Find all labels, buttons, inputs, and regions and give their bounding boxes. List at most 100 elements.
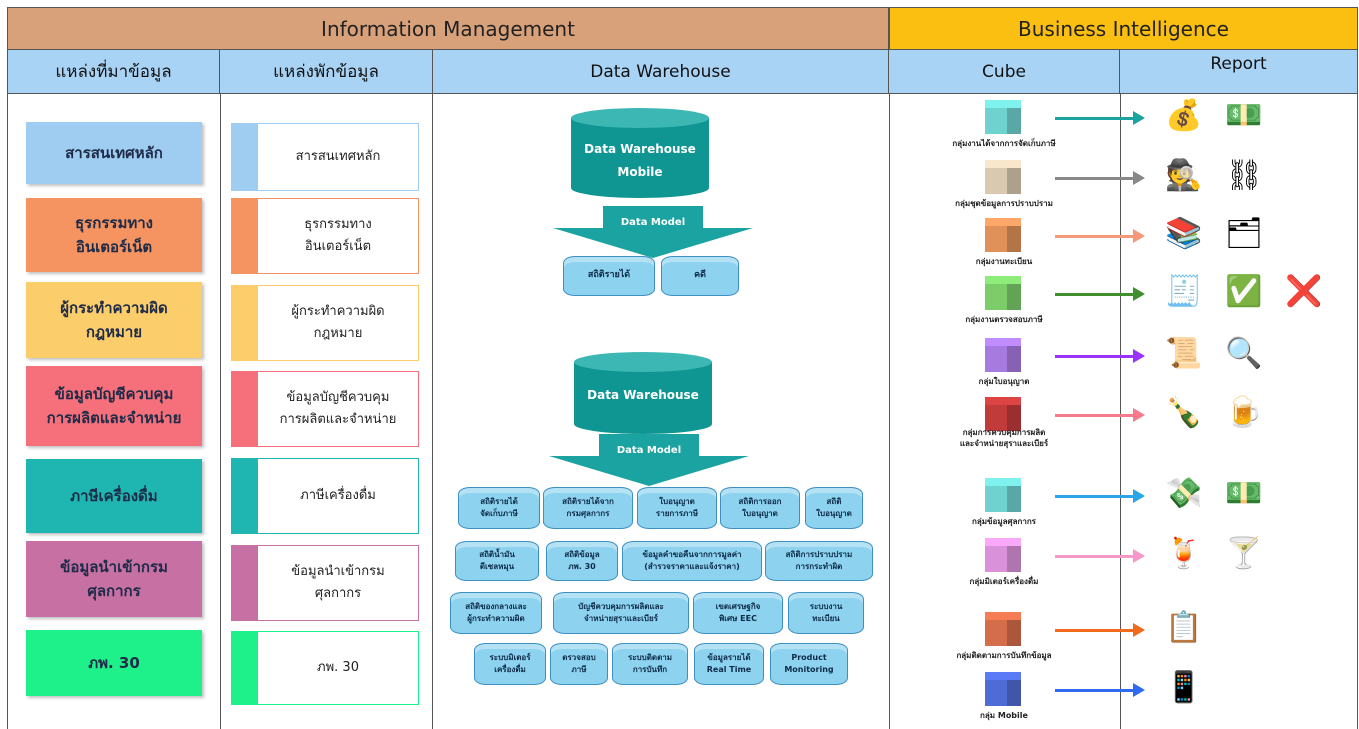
report-icon: 📚 — [1165, 216, 1203, 251]
staging-box-label: ผู้กระทำความผิด กฎหมาย — [291, 303, 385, 341]
report-icon: 💸 — [1165, 476, 1203, 511]
source-box-label: ข้อมูลบัญชีควบคุม การผลิตและจำหน่าย — [46, 385, 182, 427]
cube-label: กลุ่มงานได้จากการจัดเก็บภาษี — [952, 139, 1056, 148]
cube-to-report-arrow — [1055, 623, 1145, 637]
staging-box: ธุรกรรมทาง อินเตอร์เน็ต — [231, 198, 419, 274]
information-management-title: Information Management — [321, 16, 575, 41]
business-intelligence-title: Business Intelligence — [1018, 16, 1229, 41]
report-icon: 💵 — [1225, 98, 1263, 133]
staging-color-strip — [232, 372, 258, 446]
cube-to-report-arrow — [1055, 489, 1145, 503]
cube-label: กลุ่มการควบคุมการผลิต และจำหน่ายสุราและเ… — [959, 428, 1049, 449]
cube-icon — [985, 478, 1021, 512]
report-icon: 🍹 — [1165, 536, 1203, 571]
divider — [889, 94, 890, 729]
data-mart-cylinder: คดี — [661, 256, 739, 296]
staging-box: สารสนเทศหลัก — [231, 123, 419, 191]
column-header-warehouse: Data Warehouse — [433, 50, 889, 94]
cube-icon — [985, 276, 1021, 310]
data-mart-cylinder: ข้อมูลรายได้ Real Time — [694, 643, 764, 685]
report-icon: 🕵 — [1165, 158, 1203, 193]
cube-label: กลุ่มมิเตอร์เครื่องดื่ม — [969, 577, 1039, 586]
staging-box: ข้อมูลบัญชีควบคุม การผลิตและจำหน่าย — [231, 371, 419, 447]
report-icon: ✅ — [1225, 274, 1263, 309]
data-warehouse-title: Data Warehouse — [587, 388, 699, 402]
cube-icon — [985, 612, 1021, 646]
source-box: ภาษีเครื่องดื่ม — [26, 459, 202, 533]
business-intelligence-header: Business Intelligence — [889, 7, 1358, 50]
staging-box: ภาษีเครื่องดื่ม — [231, 458, 419, 534]
report-icon: ⛓ — [1225, 158, 1264, 193]
report-icon: 💰 — [1165, 98, 1203, 133]
source-box: ข้อมูลบัญชีควบคุม การผลิตและจำหน่าย — [26, 366, 202, 446]
data-mart-cylinder: สถิติน้ำมัน ดีเซลหมุน — [455, 541, 539, 581]
staging-color-strip — [232, 632, 258, 704]
data-mart-cylinder: สถิติการออก ใบอนุญาต — [720, 487, 800, 529]
source-box-label: สารสนเทศหลัก — [65, 144, 163, 162]
data-mart-cylinder: ตรวจสอบ ภาษี — [550, 643, 608, 685]
data-warehouse-mobile-title: Data Warehouse Mobile — [584, 142, 696, 179]
cube-to-report-arrow — [1055, 549, 1145, 563]
cube-to-report-arrow — [1055, 229, 1145, 243]
cube-label: กลุ่มข้อมูลศุลกากร — [972, 517, 1036, 526]
cube-label: กลุ่ม Mobile — [980, 711, 1028, 720]
data-mart-cylinder: Product Monitoring — [770, 643, 848, 685]
report-icon: 🍺 — [1225, 395, 1263, 430]
data-mart-cylinder: สถิติข้อมูล ภพ. 30 — [546, 541, 618, 581]
data-mart-cylinder: สถิติของกลางและ ผู้กระทำความผิด — [450, 592, 542, 634]
data-mart-cylinder: ระบบงาน ทะเบียน — [788, 592, 864, 634]
staging-box-label: ข้อมูลนำเข้ากรม ศุลกากร — [291, 563, 385, 601]
data-warehouse-mobile-cylinder: Data Warehouse Mobile — [571, 108, 709, 198]
staging-box: ผู้กระทำความผิด กฎหมาย — [231, 285, 419, 361]
divider — [7, 94, 8, 729]
cube-label: กลุ่มใบอนุญาต — [978, 377, 1030, 386]
data-model-arrow — [549, 434, 749, 486]
cube-icon — [985, 218, 1021, 252]
data-mart-cylinder: สถิติการปราบปราม การกระทำผิด — [765, 541, 873, 581]
data-mart-cylinder: ระบบมิเตอร์ เครื่องดื่ม — [474, 643, 546, 685]
source-box-label: ภพ. 30 — [88, 654, 140, 672]
report-icon: 📜 — [1165, 336, 1203, 371]
data-model-mobile-label: Data Model — [620, 217, 686, 228]
report-icon: ❌ — [1285, 274, 1323, 309]
data-mart-cylinder: เขตเศรษฐกิจ พิเศษ EEC — [693, 592, 783, 634]
cube-icon — [985, 160, 1021, 194]
staging-color-strip — [232, 546, 258, 620]
source-box-label: ภาษีเครื่องดื่ม — [70, 487, 158, 505]
data-model-mobile-arrow — [553, 206, 753, 258]
cube-icon — [985, 672, 1021, 706]
column-header-cube-label: Cube — [982, 61, 1026, 82]
cube-icon — [985, 538, 1021, 572]
report-icon: 🍸 — [1225, 536, 1263, 571]
cube-to-report-arrow — [1055, 111, 1145, 125]
report-icon: 📱 — [1165, 670, 1203, 705]
cube-label: กลุ่มงานตรวจสอบภาษี — [965, 315, 1043, 324]
cube-label: กลุ่มติดตามการบันทึกข้อมูล — [956, 651, 1052, 660]
cube-to-report-arrow — [1055, 349, 1145, 363]
report-icon: 🗂 — [1225, 216, 1264, 251]
staging-box: ข้อมูลนำเข้ากรม ศุลกากร — [231, 545, 419, 621]
cube-to-report-arrow — [1055, 287, 1145, 301]
column-header-cube: Cube — [889, 50, 1120, 94]
column-header-source: แหล่งที่มาข้อมูล — [7, 50, 220, 94]
staging-box-label: ข้อมูลบัญชีควบคุม การผลิตและจำหน่าย — [279, 389, 397, 427]
data-mart-cylinder: ระบบติดตาม การบันทึก — [612, 643, 688, 685]
source-box: สารสนเทศหลัก — [26, 122, 202, 184]
column-header-source-label: แหล่งที่มาข้อมูล — [55, 62, 172, 82]
data-mart-cylinder: สถิติรายได้ — [563, 256, 655, 296]
staging-box-label: ธุรกรรมทาง อินเตอร์เน็ต — [304, 216, 372, 254]
data-mart-cylinder: สถิติรายได้ จัดเก็บภาษี — [458, 487, 540, 529]
source-box-label: ข้อมูลนำเข้ากรม ศุลกากร — [60, 558, 168, 600]
divider — [1120, 94, 1121, 729]
data-warehouse-cylinder: Data Warehouse — [574, 352, 712, 434]
data-model-label: Data Model — [616, 445, 682, 456]
source-box-label: ธุรกรรมทาง อินเตอร์เน็ต — [75, 214, 153, 256]
cube-icon — [985, 338, 1021, 372]
staging-box: ภพ. 30 — [231, 631, 419, 705]
cube-icon — [985, 397, 1021, 431]
staging-color-strip — [232, 286, 258, 360]
divider — [220, 94, 221, 729]
data-mart-cylinder: สถิติรายได้จาก กรมศุลกากร — [543, 487, 633, 529]
source-box: ธุรกรรมทาง อินเตอร์เน็ต — [26, 198, 202, 272]
cube-label: กลุ่มชุดข้อมูลการปราบปราม — [955, 199, 1053, 208]
